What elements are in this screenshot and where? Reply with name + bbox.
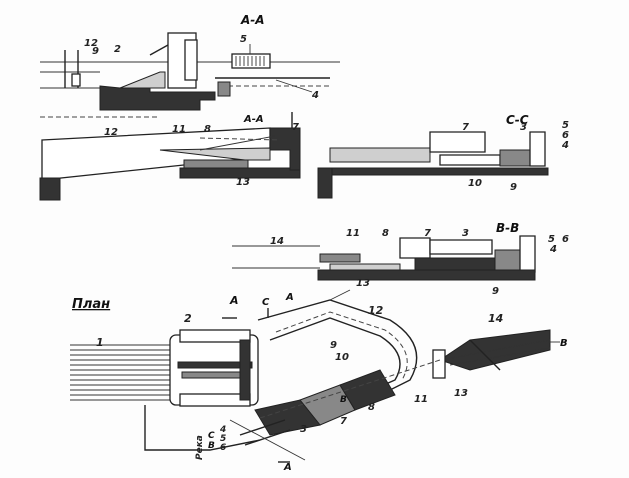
plan-marker-a-top: А xyxy=(229,294,239,307)
label-8-mid: 8 xyxy=(204,124,211,135)
label-13-mid: 13 xyxy=(236,177,250,188)
label-3-cc: 3 xyxy=(520,122,527,133)
section-cc-title: С-С xyxy=(506,113,529,127)
plan-label-13: 13 xyxy=(454,388,468,399)
label-9: 9 xyxy=(92,46,99,57)
plan-marker-a-bottom: А xyxy=(283,462,292,473)
section-bb-title: В-В xyxy=(496,221,519,235)
plan-marker-b-right: В xyxy=(560,338,568,349)
label-9-cc: 9 xyxy=(510,182,517,193)
plan-label-3: 3 xyxy=(300,424,307,435)
plan-label-7: 7 xyxy=(340,416,347,427)
section-bb: В-В 14 11 8 7 3 5 6 4 13 9 xyxy=(232,221,569,297)
label-4-bb: 4 xyxy=(549,244,557,255)
plan-label-10: 10 xyxy=(335,352,349,363)
river-label: Река xyxy=(195,435,205,460)
plan-label-6: 6 xyxy=(220,443,226,453)
label-6-bb: 6 xyxy=(562,234,569,245)
label-5-bb: 5 xyxy=(548,234,555,245)
label-3-bb: 3 xyxy=(462,228,469,239)
section-aa-mid-title: А-А xyxy=(243,114,264,125)
section-aa-longitudinal: А-А 12 11 8 7 13 xyxy=(39,112,301,201)
label-5-cc: 5 xyxy=(562,120,569,131)
label-11-bb: 11 xyxy=(346,228,360,239)
label-14-bb: 14 xyxy=(270,236,284,247)
plan-label-11: 11 xyxy=(414,394,428,405)
label-9-bb: 9 xyxy=(492,286,499,297)
plan-label-12: 12 xyxy=(368,304,384,317)
label-11-mid: 11 xyxy=(172,124,186,135)
plan-marker-c-top: С xyxy=(262,297,270,308)
plan-marker-a-top2: А xyxy=(285,292,294,303)
plan-label-1: 1 xyxy=(96,336,104,349)
plan-marker-b-mid: В xyxy=(340,395,347,405)
label-4: 4 xyxy=(311,90,319,101)
top-section: А-А 12 9 2 5 4 xyxy=(40,13,340,118)
label-7-mid: 7 xyxy=(292,122,299,133)
section-aa-title: А-А xyxy=(240,13,265,27)
plan-label-8: 8 xyxy=(368,402,375,413)
plan-label-2: 2 xyxy=(184,312,192,325)
plan-title: План xyxy=(72,297,110,312)
label-10-cc: 10 xyxy=(468,178,482,189)
canal-lines xyxy=(70,344,175,401)
label-8-bb: 8 xyxy=(382,228,389,239)
section-cc: С-С 7 3 5 6 4 10 9 xyxy=(317,113,569,199)
label-7-bb: 7 xyxy=(424,228,431,239)
label-4-cc: 4 xyxy=(561,140,569,151)
plan-label-5: 5 xyxy=(220,434,226,444)
label-13-bb: 13 xyxy=(356,278,370,289)
label-2: 2 xyxy=(114,44,121,55)
plan-marker-b-bottom: В xyxy=(208,441,215,451)
label-12-mid: 12 xyxy=(104,127,118,138)
plan-view: План xyxy=(70,289,568,473)
label-12: 12 xyxy=(84,38,98,49)
plan-label-9: 9 xyxy=(330,340,337,351)
plan-label-14: 14 xyxy=(488,312,503,325)
label-5: 5 xyxy=(240,34,247,45)
label-6-cc: 6 xyxy=(562,130,569,141)
label-7-cc: 7 xyxy=(462,122,469,133)
plan-label-4: 4 xyxy=(219,425,226,435)
plan-marker-c-bottom: С xyxy=(208,431,215,441)
